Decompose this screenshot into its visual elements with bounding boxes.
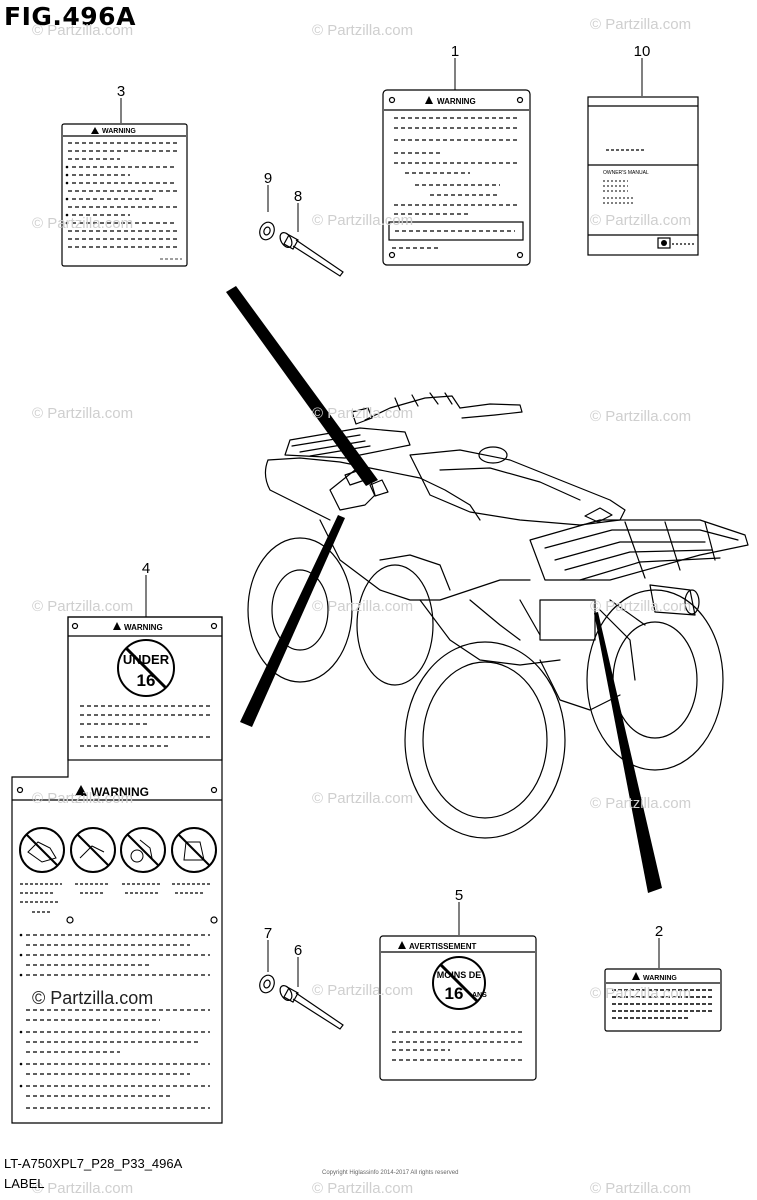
watermark: © Partzilla.com (590, 1180, 692, 1197)
watermark: © Partzilla.com (590, 598, 692, 615)
watermark: © Partzilla.com (312, 790, 414, 807)
svg-text:AVERTISSEMENT: AVERTISSEMENT (409, 942, 477, 951)
label-part-2: WARNING (604, 968, 722, 1032)
label-part-1: WARNING (382, 89, 531, 266)
watermark: © Partzilla.com (32, 405, 134, 422)
callout-1: 1 (451, 43, 459, 60)
svg-text:WARNING: WARNING (124, 623, 163, 632)
callout-7: 7 (264, 925, 272, 942)
rivet-part-6 (279, 985, 344, 1030)
callout-group (120, 58, 660, 987)
svg-text:WARNING: WARNING (102, 128, 136, 135)
watermark-dark: © Partzilla.com (32, 988, 154, 1008)
watermark: © Partzilla.com (312, 1180, 414, 1197)
svg-text:16: 16 (445, 984, 464, 1003)
callout-8: 8 (294, 188, 302, 205)
watermark: © Partzilla.com (312, 598, 414, 615)
svg-text:UNDER: UNDER (123, 652, 170, 667)
leader-line-lower-left (240, 515, 345, 727)
callout-2: 2 (655, 923, 663, 940)
model-code: LT-A750XPL7_P28_P33_496A (4, 1156, 183, 1171)
callout-9: 9 (264, 170, 272, 187)
svg-text:16: 16 (137, 671, 156, 690)
watermark: © Partzilla.com (312, 22, 414, 39)
watermark: © Partzilla.com (32, 790, 134, 807)
section-name: LABEL (4, 1176, 45, 1191)
watermark: © Partzilla.com (590, 16, 692, 33)
callout-3: 3 (117, 83, 125, 100)
watermark: © Partzilla.com (590, 408, 692, 425)
svg-text:MOINS DE: MOINS DE (437, 970, 482, 980)
svg-text:WARNING: WARNING (91, 785, 149, 799)
copyright-note: Copyright Higlassinfo 2014-2017 All righ… (322, 1170, 459, 1176)
svg-text:OWNER'S MANUAL: OWNER'S MANUAL (603, 170, 649, 176)
callout-10: 10 (634, 43, 651, 60)
svg-text:ANS: ANS (472, 992, 487, 999)
leader-line-lower-right (594, 612, 662, 893)
watermark: © Partzilla.com (312, 982, 414, 999)
leader-line-left (226, 286, 378, 486)
callout-5: 5 (455, 887, 463, 904)
watermark: © Partzilla.com (312, 405, 414, 422)
callout-4: 4 (142, 560, 150, 577)
label-part-4: WARNING UNDER 16 WARNING (11, 616, 223, 1124)
owners-manual-part-10: OWNER'S MANUAL (587, 96, 699, 256)
washer-part-9 (259, 221, 275, 241)
rivet-part-8 (279, 232, 344, 277)
label-part-5: AVERTISSEMENT MOINS DE 16 ANS (379, 935, 537, 1081)
watermark: © Partzilla.com (32, 1180, 134, 1197)
watermark: © Partzilla.com (590, 212, 692, 229)
watermark: © Partzilla.com (32, 215, 134, 232)
label-part-3: WARNING (61, 123, 188, 267)
svg-text:WARNING: WARNING (437, 97, 476, 106)
atv-illustration (247, 392, 749, 839)
watermark: © Partzilla.com (590, 985, 692, 1002)
washer-part-7 (259, 974, 275, 994)
watermark: © Partzilla.com (32, 598, 134, 615)
svg-text:WARNING: WARNING (643, 975, 677, 982)
fig-title: FIG.496A (4, 2, 136, 31)
watermark: © Partzilla.com (590, 795, 692, 812)
watermark: © Partzilla.com (32, 22, 134, 39)
watermark: © Partzilla.com (312, 212, 414, 229)
callout-6: 6 (294, 942, 302, 959)
